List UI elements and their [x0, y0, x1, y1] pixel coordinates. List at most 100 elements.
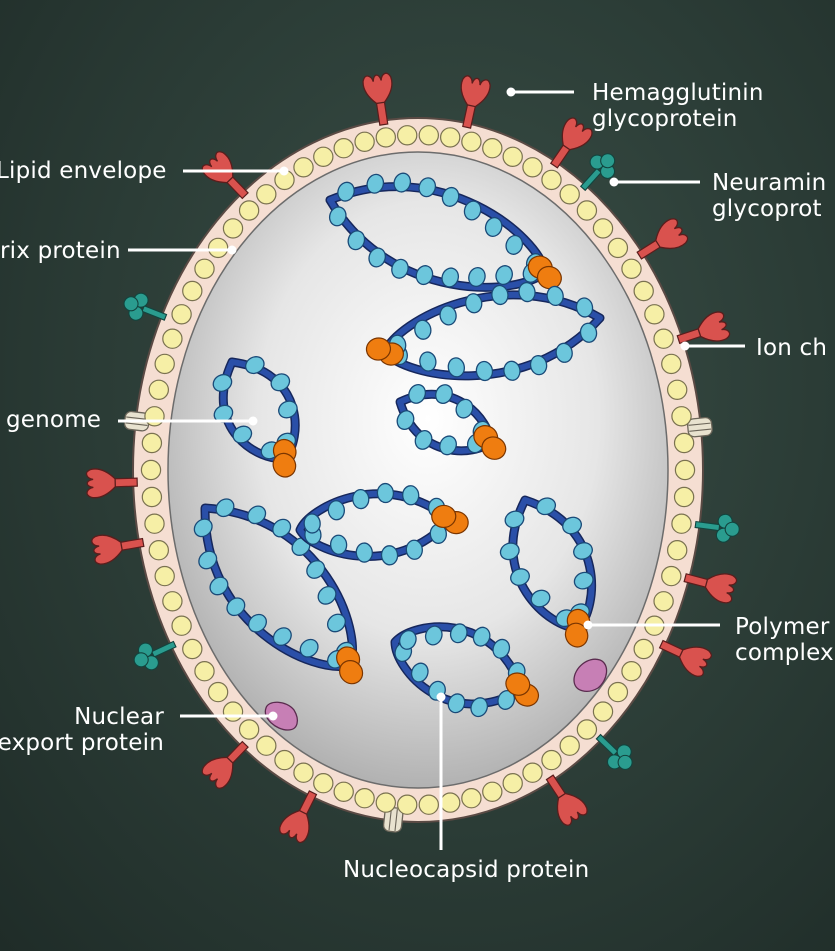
nucleoprotein-bead: [410, 662, 429, 683]
leader-dot: [279, 166, 289, 176]
matrix-protein-bead: [141, 432, 163, 454]
nucleoprotein-bead: [472, 626, 491, 647]
ion-channel-groove: [689, 428, 712, 432]
rnp-segment: [499, 495, 597, 648]
matrix-protein-bead: [621, 661, 642, 682]
matrix-protein-bead: [576, 200, 598, 221]
nucleoprotein-bead: [366, 173, 385, 194]
leader-dot: [268, 711, 278, 721]
matrix-protein-bead: [148, 540, 169, 561]
nucleoprotein-bead: [529, 355, 548, 376]
hemagglutinin-head: [556, 792, 588, 826]
hemagglutinin-head: [91, 534, 123, 565]
nucleoprotein-bead: [245, 356, 265, 375]
matrix-protein-bead: [333, 781, 354, 803]
nucleoprotein-bead: [441, 267, 460, 288]
nucleoprotein-bead: [355, 542, 373, 563]
matrix-protein-bead: [482, 781, 503, 803]
nucleoprotein-bead: [573, 571, 594, 590]
nucleoprotein-bead: [530, 589, 551, 608]
nucleoprotein-bead: [303, 513, 321, 534]
matrix-protein-bead: [482, 137, 503, 159]
matrix-protein-bead: [375, 792, 396, 813]
nucleoprotein-bead: [393, 172, 412, 193]
hemagglutinin-spike: [549, 117, 593, 169]
matrix-protein-bead: [333, 137, 354, 159]
label-line: export protein: [0, 730, 164, 756]
label-nuclear-export-protein: Nuclear export protein: [0, 704, 164, 756]
nucleoprotein-bead: [439, 305, 457, 326]
hemagglutinin-head: [201, 151, 234, 184]
ribonucleoprotein-segments: [193, 172, 605, 718]
hemagglutinin-head: [704, 573, 738, 604]
nucleoprotein-bead: [470, 697, 489, 718]
nucleoprotein-bead: [463, 200, 482, 221]
hemagglutinin-spike: [85, 468, 138, 499]
hemagglutinin-head: [655, 218, 689, 250]
matrix-protein-bead: [633, 638, 654, 660]
ion-channel-groove: [394, 809, 398, 832]
nucleoprotein-bead: [380, 545, 399, 566]
nucleoprotein-bead: [573, 542, 593, 560]
label-line: Hemagglutinin: [592, 80, 764, 106]
matrix-protein-bead: [607, 237, 629, 259]
matrix-protein-bead: [171, 615, 192, 636]
nucleoprotein-bead: [414, 430, 433, 450]
hemagglutinin-spike: [201, 740, 249, 789]
neuraminidase-spike: [133, 640, 177, 671]
matrix-protein-bead: [667, 379, 688, 400]
polymerase-lobe: [505, 672, 531, 696]
matrix-protein-bead: [607, 681, 629, 703]
nucleoprotein-bead: [414, 319, 432, 340]
nucleoprotein-bead: [492, 638, 511, 659]
nucleoprotein-bead: [405, 539, 423, 560]
label-matrix-protein: rix protein: [0, 238, 121, 264]
matrix-protein-bead: [293, 762, 314, 783]
ion-channel-spike: [686, 416, 713, 438]
rnp-segment: [295, 482, 469, 566]
label-line: Neuramin: [712, 170, 827, 196]
rnp-segment: [212, 356, 300, 478]
label-nucleocapsid-protein: Nucleocapsid protein: [343, 857, 590, 883]
nucleoprotein-bead: [317, 585, 337, 605]
rnp-segment: [193, 498, 364, 685]
hemagglutinin-head: [362, 72, 393, 105]
label-leader-lines: [118, 87, 745, 850]
nucleoprotein-bead: [209, 576, 229, 596]
matrix-protein-bead: [354, 131, 375, 152]
leader-dot: [248, 416, 258, 426]
nucleoprotein-bead: [465, 293, 483, 314]
matrix-protein-bead: [293, 157, 314, 178]
neuraminidase-lobe: [724, 521, 740, 537]
nucleoprotein-bead: [306, 560, 326, 579]
ion-channel-groove: [388, 808, 392, 831]
matrix-protein-bead: [207, 681, 229, 703]
nucleoprotein-bead: [299, 638, 319, 658]
matrix-protein-bead: [274, 749, 295, 771]
nucleoprotein-bead: [455, 398, 474, 419]
nucleoprotein-bead: [337, 181, 355, 202]
rnp-segment: [395, 384, 507, 460]
matrix-protein-bead: [661, 353, 682, 375]
polymerase-lobe: [564, 622, 589, 648]
label-ion-channel: Ion ch: [756, 335, 828, 361]
matrix-protein-layer: [140, 125, 696, 815]
rnp-segment: [390, 622, 540, 718]
surface-proteins: [85, 72, 740, 844]
matrix-protein-bead: [576, 719, 598, 740]
matrix-protein-bead: [522, 157, 543, 178]
nucleoprotein-bead: [226, 597, 246, 617]
matrix-protein-bead: [541, 169, 562, 191]
label-line: Polymer: [735, 614, 830, 640]
nucleoprotein-bead: [198, 550, 218, 570]
nucleoprotein-bead: [447, 357, 466, 378]
matrix-protein-bead: [671, 406, 692, 427]
polymerase-lobe: [339, 660, 364, 685]
label-line: complex: [735, 640, 834, 666]
matrix-protein-bead: [162, 591, 183, 612]
neuraminidase-lobe: [133, 652, 149, 668]
neuraminidase-spike: [694, 513, 740, 543]
matrix-protein-bead: [238, 200, 260, 221]
matrix-protein-bead: [141, 486, 163, 508]
